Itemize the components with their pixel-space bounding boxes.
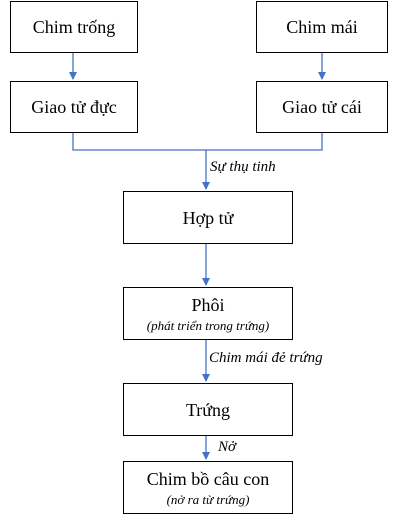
egg-node: Trứng: [123, 383, 293, 436]
zygote-label: Hợp tử: [182, 207, 234, 228]
male-gamete-node: Giao tử đực: [10, 81, 138, 133]
hatching-label: Nở: [218, 439, 237, 455]
embryo-node: Phôi (phát triển trong trứng): [123, 287, 293, 340]
female-bird-label: Chim mái: [286, 17, 358, 37]
egg-laying-label: Chim mái đẻ trứng: [209, 350, 323, 366]
female-gamete-label: Giao tử cái: [282, 97, 362, 117]
male-bird-node: Chim trống: [10, 1, 138, 53]
chick-note: (nở ra từ trứng): [166, 491, 250, 507]
embryo-note: (phát triển trong trứng): [146, 317, 270, 333]
chick-label: Chim bồ câu con: [146, 468, 270, 489]
embryo-label: Phôi: [191, 294, 225, 315]
egg-label: Trứng: [185, 399, 231, 420]
male-gamete-label: Giao tử đực: [31, 97, 117, 117]
female-gamete-node: Giao tử cái: [256, 81, 388, 133]
female-bird-node: Chim mái: [256, 1, 388, 53]
chick-node: Chim bồ câu con (nở ra từ trứng): [123, 461, 293, 514]
fertilization-merge-line: [72, 133, 323, 151]
zygote-node: Hợp tử: [123, 191, 293, 244]
male-bird-label: Chim trống: [32, 17, 116, 37]
fertilization-label: Sự thụ tinh: [210, 159, 276, 175]
